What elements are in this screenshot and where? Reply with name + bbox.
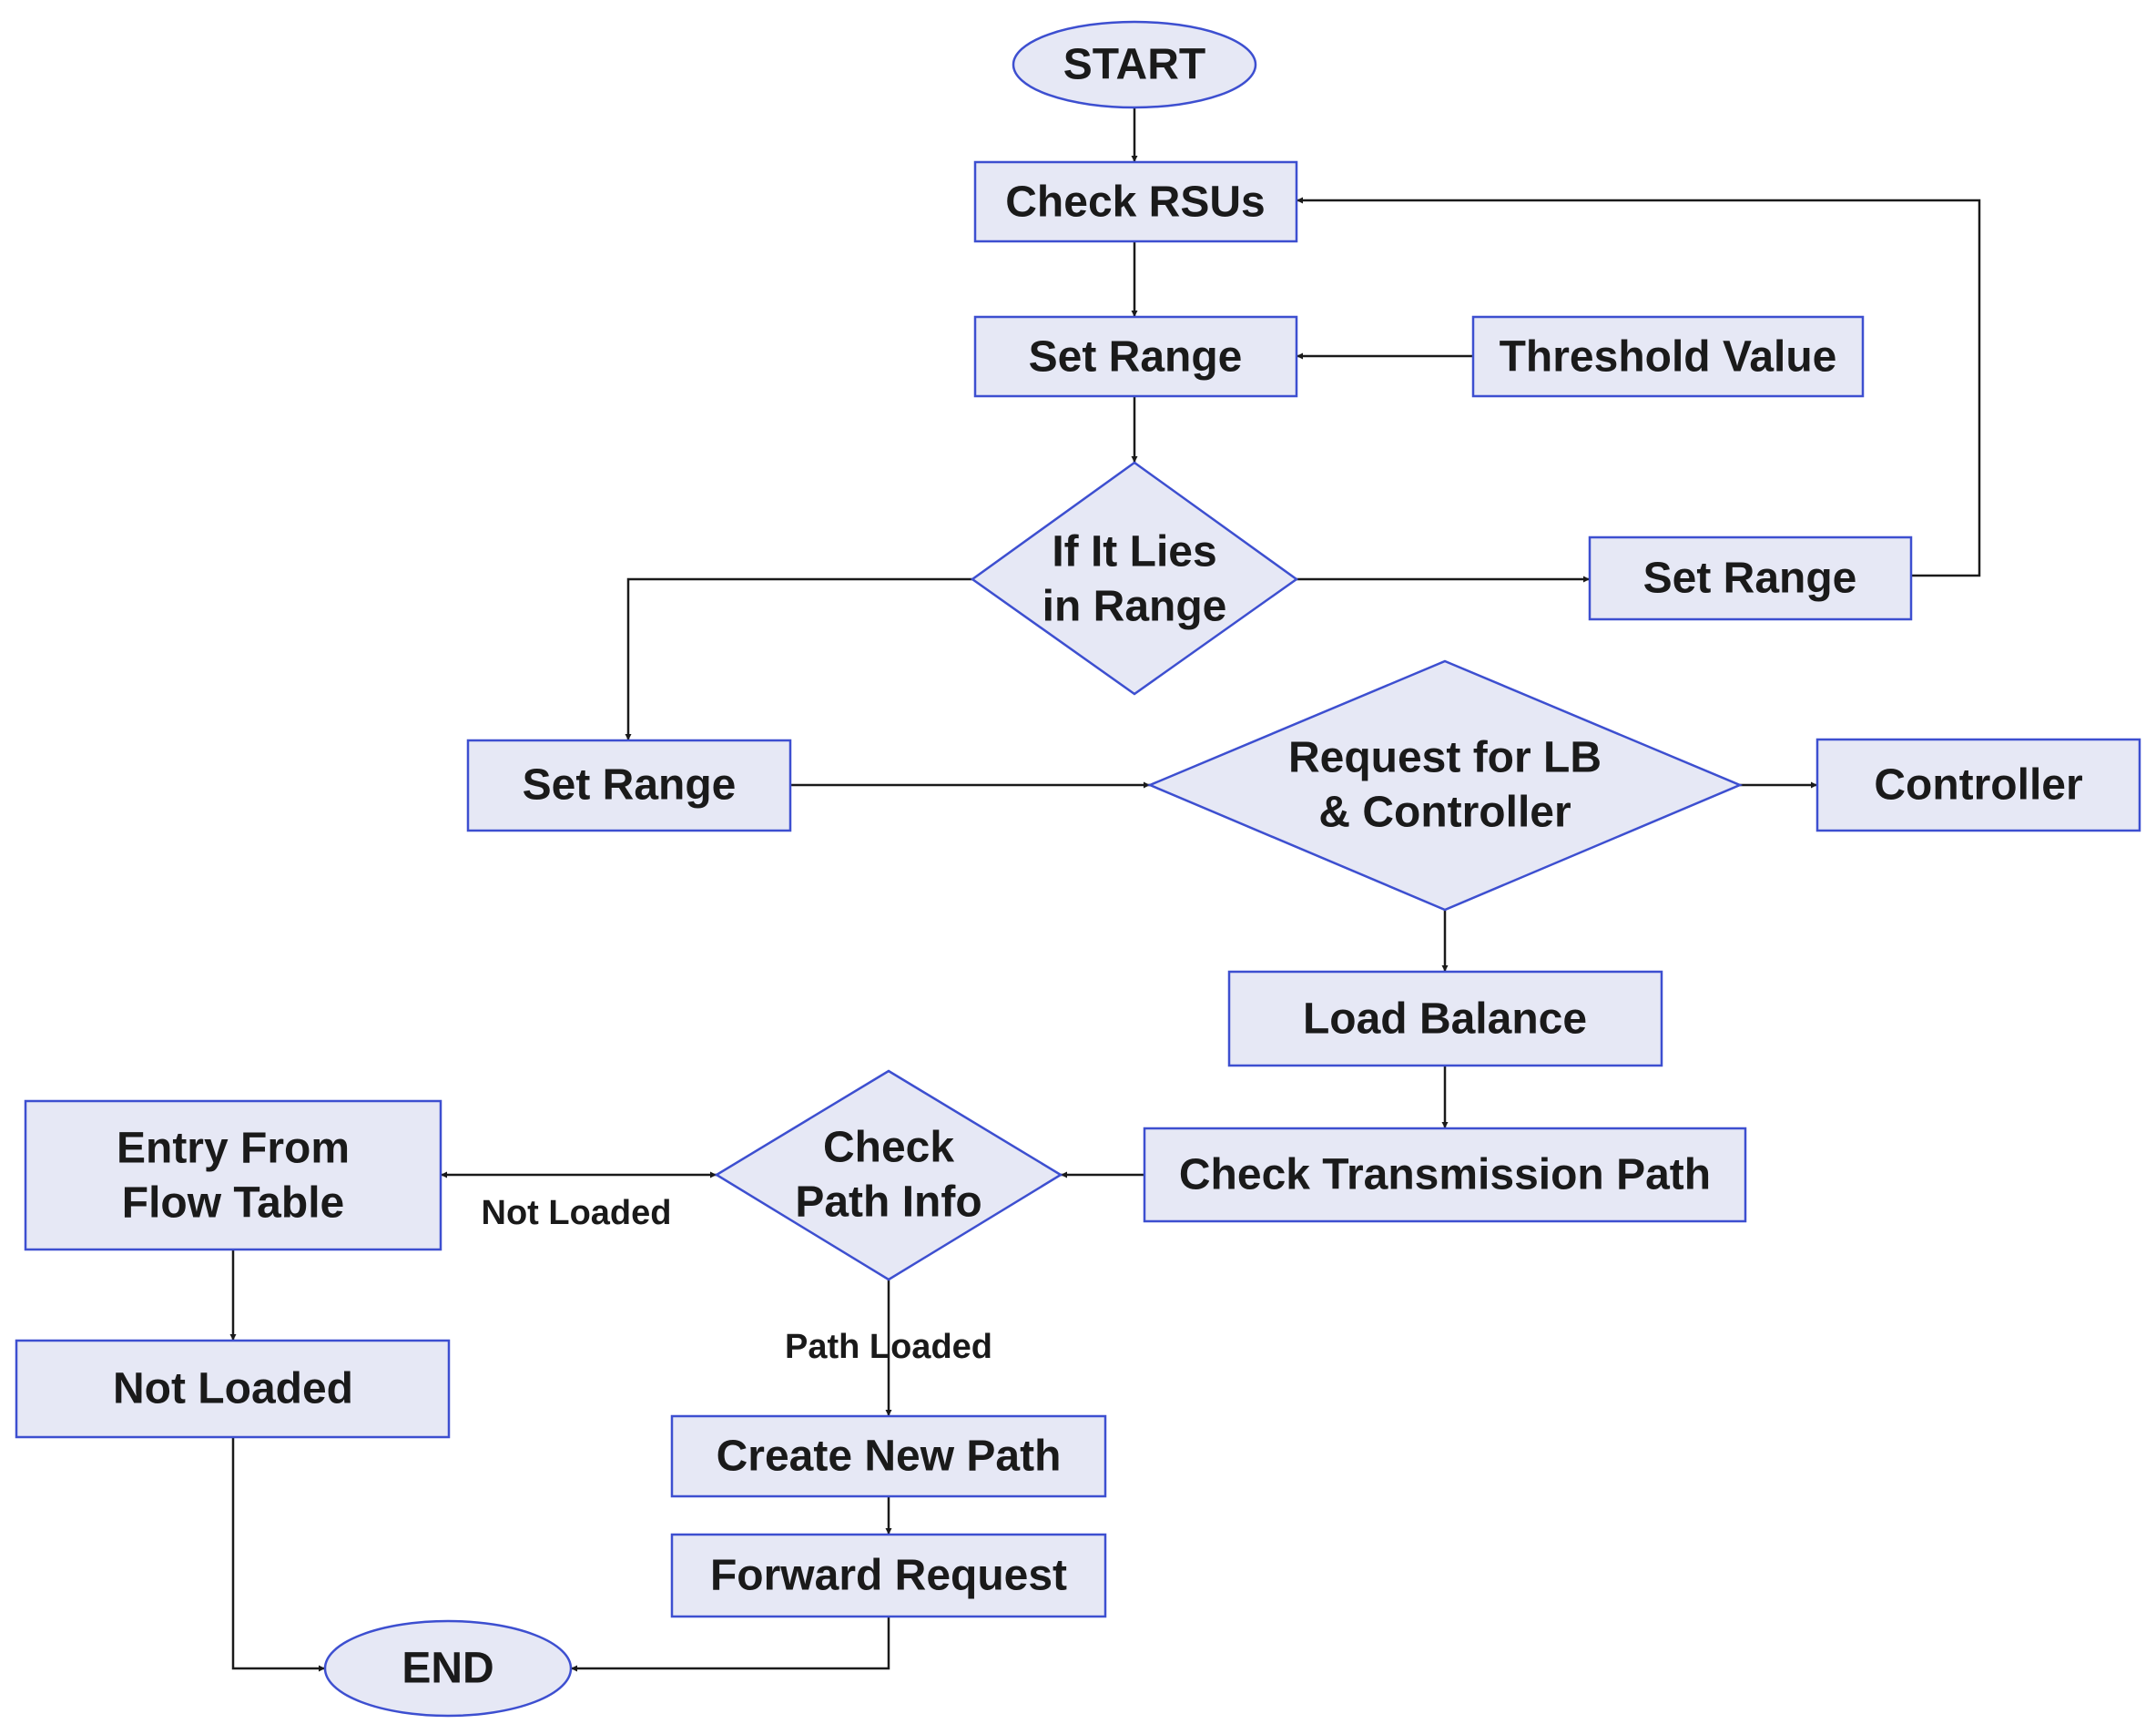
not-loaded-box: Not Loaded <box>15 1339 451 1439</box>
set-range-right-label: Set Range <box>1643 555 1857 603</box>
connectors <box>229 107 1981 1672</box>
not-loaded-box-label: Not Loaded <box>113 1365 353 1413</box>
edge-set-range-right-loop-back <box>1297 197 1981 577</box>
edge-label-not-loaded: Not Loaded <box>482 1194 672 1232</box>
end-node: END <box>323 1619 573 1718</box>
threshold-value-label: Threshold Value <box>1500 333 1837 382</box>
decision-request-line2: & Controller <box>1318 789 1571 837</box>
end-label: END <box>402 1645 493 1693</box>
decision-path-info-line2: Path Info <box>795 1178 981 1227</box>
check-rsus-box: Check RSUs <box>973 160 1298 243</box>
entry-flow-table-box: Entry From Flow Table <box>24 1099 442 1251</box>
edge-not-loaded-to-end <box>231 1437 325 1672</box>
decision-path-info-line1: Check <box>823 1124 954 1172</box>
threshold-value-box: Threshold Value <box>1471 315 1865 398</box>
set-range-left-label: Set Range <box>523 761 737 810</box>
set-range-box-right: Set Range <box>1588 536 1913 621</box>
decision-in-range: If It Lies in Range <box>970 461 1299 696</box>
decision-in-range-line1: If It Lies <box>1052 528 1216 576</box>
decision-path-info: Check Path Info <box>714 1069 1063 1281</box>
create-new-path-box: Create New Path <box>670 1414 1107 1498</box>
forward-request-label: Forward Request <box>710 1552 1067 1600</box>
create-new-path-label: Create New Path <box>717 1433 1062 1481</box>
forward-request-box: Forward Request <box>670 1533 1107 1618</box>
edge-decision-to-set-range-left <box>625 577 972 740</box>
check-transmission-path-label: Check Transmission Path <box>1179 1151 1711 1199</box>
set-range-box-left: Set Range <box>466 739 792 832</box>
decision-in-range-line2: in Range <box>1042 583 1227 631</box>
load-balance-box: Load Balance <box>1227 970 1663 1067</box>
start-label: START <box>1063 41 1205 89</box>
load-balance-label: Load Balance <box>1303 995 1587 1044</box>
set-range-top-label: Set Range <box>1029 333 1243 382</box>
set-range-box-top: Set Range <box>973 315 1298 398</box>
check-rsus-label: Check RSUs <box>1005 178 1265 227</box>
controller-box: Controller <box>1815 738 2141 832</box>
entry-flow-table-line1: Entry From <box>117 1125 350 1173</box>
edge-forward-to-end <box>571 1617 890 1672</box>
edge-label-path-loaded: Path Loaded <box>785 1328 992 1366</box>
controller-label: Controller <box>1874 761 2082 810</box>
decision-request-line1: Request for LB <box>1288 734 1602 782</box>
start-node: START <box>1012 20 1257 109</box>
check-transmission-path-box: Check Transmission Path <box>1143 1127 1747 1223</box>
entry-flow-table-line2: Flow Table <box>122 1179 344 1228</box>
decision-request-lb: Request for LB & Controller <box>1146 659 1744 912</box>
